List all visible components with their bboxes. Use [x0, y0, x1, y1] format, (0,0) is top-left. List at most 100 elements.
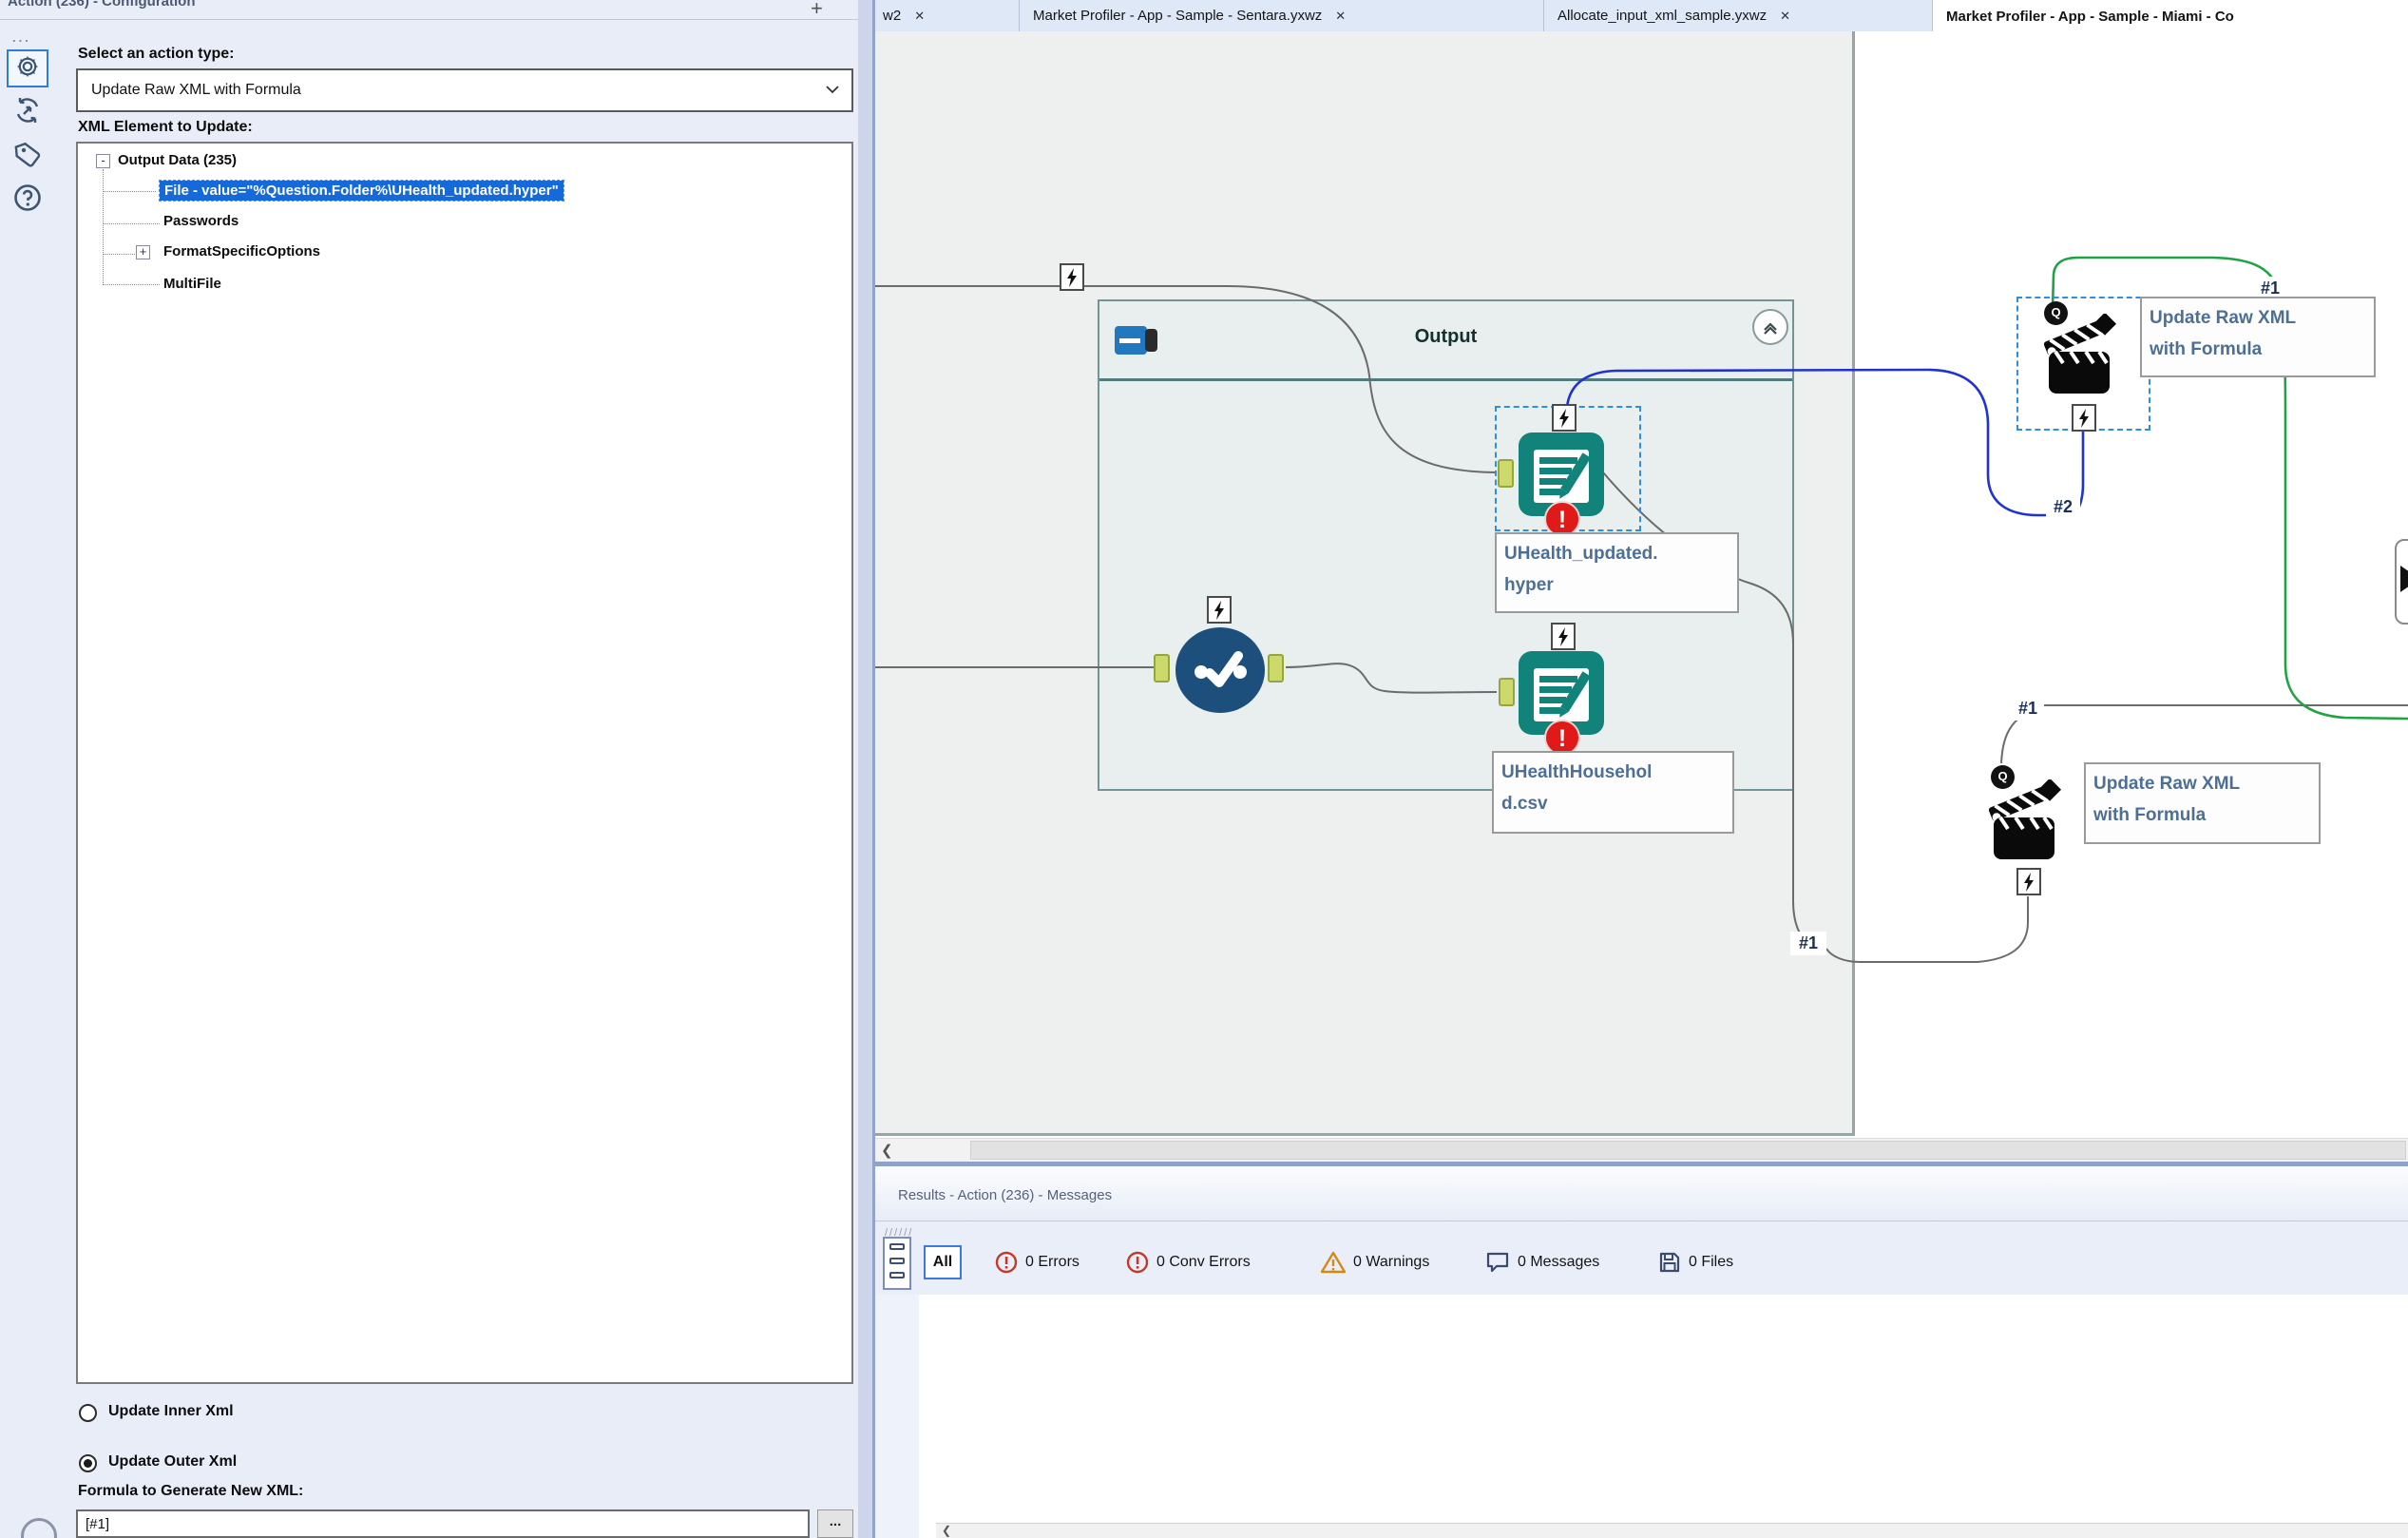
wireless-label-1: #1	[2012, 697, 2044, 721]
tree-node-formatspecificoptions[interactable]: FormatSpecificOptions	[163, 243, 321, 260]
action-tool[interactable]	[2043, 312, 2120, 400]
action-type-label: Select an action type:	[78, 46, 235, 62]
xml-element-tree: - Output Data (235) File - value="%Quest…	[76, 142, 853, 1384]
canvas-horizontal-scrollbar[interactable]: ❮	[875, 1138, 2408, 1162]
action-lightning-icon[interactable]	[1551, 623, 1576, 650]
output-data-tool[interactable]	[1519, 433, 1604, 516]
filter-warnings-label: 0 Warnings	[1353, 1254, 1430, 1270]
configuration-tab-button[interactable]	[7, 49, 48, 87]
help-button[interactable]	[7, 181, 48, 219]
expand-expander-icon[interactable]: +	[136, 245, 150, 260]
tag-button[interactable]	[7, 137, 48, 175]
filter-all-button[interactable]: All	[924, 1245, 962, 1279]
container-title: Output	[1414, 326, 1478, 347]
update-inner-xml-radio[interactable]	[79, 1404, 97, 1422]
output-data-icon	[1534, 450, 1592, 503]
workflow-nav-button[interactable]	[7, 93, 48, 131]
wireless-label-1: #1	[1790, 932, 1826, 955]
scroll-left-icon[interactable]: ❮	[881, 1143, 893, 1159]
circular-arrows-icon	[13, 96, 42, 129]
tool-annotation[interactable]: UHealth_updated. hyper	[1495, 532, 1739, 613]
scroll-left-icon[interactable]: ❮	[942, 1524, 952, 1537]
question-anchor[interactable]: Q	[1991, 765, 2015, 789]
tree-guide-line	[103, 254, 135, 255]
close-icon[interactable]: ✕	[1780, 8, 1791, 23]
results-horizontal-scrollbar[interactable]: ❮	[936, 1523, 2408, 1538]
annotation-line: UHealthHousehol	[1501, 762, 1653, 782]
tab-allocate-input-xml-sample[interactable]: Allocate_input_xml_sample.yxwz ✕	[1544, 0, 1933, 31]
tab-label: Allocate_input_xml_sample.yxwz	[1558, 8, 1768, 24]
double-chevron-up-icon	[1764, 322, 1777, 335]
filter-messages-button[interactable]: 0 Messages	[1485, 1245, 1599, 1279]
workflow-canvas[interactable]: w2 ✕ Market Profiler - App - Sample - Se…	[875, 0, 2408, 1538]
input-anchor[interactable]	[1154, 654, 1170, 682]
tree-node-output-data[interactable]: Output Data (235)	[118, 152, 238, 168]
results-toolbar: ////// All 0 Errors 0 Conv Errors	[875, 1221, 2408, 1295]
formula-input[interactable]	[76, 1509, 810, 1538]
output-data-icon	[1534, 668, 1592, 721]
filter-errors-button[interactable]: 0 Errors	[995, 1245, 1080, 1279]
action-lightning-icon[interactable]	[1060, 263, 1084, 291]
message-list-button[interactable]	[883, 1237, 911, 1290]
filter-warnings-button[interactable]: 0 Warnings	[1321, 1245, 1429, 1279]
test-check-tool[interactable]	[1175, 627, 1265, 713]
tab-miami-active[interactable]: Market Profiler - App - Sample - Miami -…	[1933, 0, 2408, 32]
filter-files-button[interactable]: 0 Files	[1658, 1245, 1733, 1279]
action-tool[interactable]	[1988, 778, 2065, 866]
add-icon[interactable]: +	[811, 0, 823, 20]
partial-tool[interactable]	[2395, 539, 2408, 625]
scrollbar-thumb[interactable]	[970, 1141, 2406, 1160]
error-badge: !	[1544, 720, 1580, 756]
tree-node-passwords[interactable]: Passwords	[163, 213, 239, 229]
tree-guide-line	[103, 223, 160, 224]
apply-check-icon[interactable]	[21, 1518, 57, 1538]
check-icon	[1194, 651, 1247, 687]
chevron-down-icon	[825, 82, 840, 97]
update-inner-xml-label: Update Inner Xml	[108, 1403, 234, 1419]
output-data-tool[interactable]	[1519, 651, 1604, 735]
close-icon[interactable]: ✕	[1335, 8, 1347, 23]
action-configuration-panel: Action (236) - Configuration + ...	[0, 0, 858, 1538]
tree-guide-line	[103, 284, 160, 285]
tree-guide-line	[103, 169, 104, 283]
container-header[interactable]: Output	[1099, 301, 1792, 381]
update-outer-xml-radio[interactable]	[79, 1454, 97, 1472]
clapperboard-icon	[2043, 312, 2117, 394]
tool-annotation[interactable]: Update Raw XML with Formula	[2140, 297, 2376, 377]
results-top-border[interactable]	[875, 1162, 2408, 1166]
filter-messages-label: 0 Messages	[1518, 1254, 1600, 1270]
question-anchor[interactable]: Q	[2044, 301, 2068, 325]
annotation-line: hyper	[1504, 575, 1554, 595]
tab-label: w2	[883, 8, 902, 24]
panel-splitter[interactable]	[858, 0, 875, 1538]
filter-errors-label: 0 Errors	[1025, 1254, 1080, 1270]
action-type-dropdown[interactable]: Update Raw XML with Formula	[76, 68, 853, 112]
input-anchor[interactable]	[1499, 678, 1515, 706]
wireless-label-1: #1	[2254, 277, 2286, 300]
output-anchor[interactable]	[1268, 654, 1284, 682]
results-panel: Results - Action (236) - Messages //////…	[875, 1162, 2408, 1538]
tab-sentara[interactable]: Market Profiler - App - Sample - Sentara…	[1020, 0, 1544, 31]
collapse-expander-icon[interactable]: -	[96, 154, 110, 168]
tool-annotation[interactable]: Update Raw XML with Formula	[2084, 762, 2321, 844]
action-lightning-icon[interactable]	[1552, 404, 1577, 432]
action-lightning-icon[interactable]	[2016, 868, 2041, 895]
input-anchor[interactable]	[1498, 459, 1514, 488]
tab-w2[interactable]: w2 ✕	[875, 0, 1020, 31]
wireless-label-2: #2	[2046, 495, 2080, 519]
close-icon[interactable]: ✕	[914, 8, 926, 23]
panel-grip-dots-icon: ...	[12, 30, 31, 45]
tool-annotation[interactable]: UHealthHousehol d.csv	[1492, 751, 1734, 834]
collapse-container-button[interactable]	[1752, 309, 1788, 345]
tree-node-file-selected[interactable]: File - value="%Question.Folder%\UHealth_…	[159, 180, 564, 202]
action-type-value: Update Raw XML with Formula	[91, 82, 301, 98]
action-lightning-icon[interactable]	[1207, 596, 1232, 624]
speech-bubble-icon	[1486, 1252, 1509, 1273]
tree-node-multifile[interactable]: MultiFile	[163, 276, 221, 292]
formula-ellipsis-button[interactable]: ...	[817, 1509, 853, 1538]
document-tab-bar: w2 ✕ Market Profiler - App - Sample - Se…	[875, 0, 2408, 32]
tab-label: Market Profiler - App - Sample - Miami -…	[1946, 8, 2234, 25]
action-lightning-icon[interactable]	[2072, 404, 2096, 432]
filter-conv-errors-button[interactable]: 0 Conv Errors	[1126, 1245, 1251, 1279]
annotation-line: with Formula	[2093, 805, 2207, 825]
